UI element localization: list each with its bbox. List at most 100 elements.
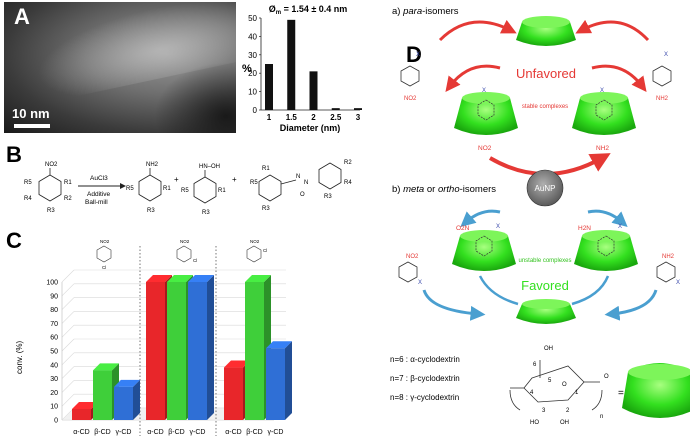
chart-ytick-label: 10 bbox=[50, 404, 58, 411]
svg-text:R1: R1 bbox=[262, 166, 270, 172]
grid-diagonal bbox=[61, 393, 75, 407]
svg-text:Cl: Cl bbox=[193, 258, 197, 263]
svg-text:NH2: NH2 bbox=[662, 254, 675, 260]
histogram-xtick-label: 2 bbox=[311, 113, 316, 122]
panel-a-letter: A bbox=[14, 4, 30, 29]
arrow-blue-inner-left bbox=[478, 275, 519, 306]
svg-text:R5: R5 bbox=[24, 180, 32, 186]
title-meta-ortho-isomers: b) meta or ortho-isomers bbox=[392, 184, 496, 195]
favored-label: Favored bbox=[521, 278, 569, 293]
svg-text:R5: R5 bbox=[250, 180, 258, 186]
histogram-bar bbox=[309, 71, 318, 110]
mechanism-scheme: D a) para-isomers Unfavored X NO2 X NH2 … bbox=[390, 6, 690, 426]
arrow-red-right-mid bbox=[591, 64, 647, 92]
svg-text:X: X bbox=[416, 52, 420, 58]
tem-micrograph: A 10 nm bbox=[4, 2, 236, 133]
svg-text:NO2: NO2 bbox=[478, 145, 492, 152]
chart-xtick-label: β-CD bbox=[168, 429, 184, 436]
histogram-xtick-label: 3 bbox=[356, 113, 361, 122]
title-para-isomers: a) para-isomers bbox=[392, 6, 459, 17]
svg-text:O: O bbox=[300, 192, 305, 198]
svg-text:N: N bbox=[296, 174, 300, 180]
svg-text:R2: R2 bbox=[64, 196, 72, 202]
svg-text:5: 5 bbox=[548, 378, 552, 384]
para-amine-molecule: X NH2 bbox=[652, 52, 672, 102]
chart-ytick-label: 90 bbox=[50, 293, 58, 300]
grid-diagonal bbox=[61, 380, 75, 393]
legend-beta: n=7 : β-cyclodextrin bbox=[390, 374, 460, 383]
meta-nitro-molecule: NO2 X bbox=[398, 254, 422, 286]
histogram-ylabel: % bbox=[242, 63, 252, 75]
panel-b-letter: B bbox=[6, 142, 22, 167]
svg-text:NO2: NO2 bbox=[404, 96, 417, 102]
svg-text:O2N: O2N bbox=[456, 225, 470, 232]
svg-text:R3: R3 bbox=[147, 208, 155, 214]
svg-text:6: 6 bbox=[533, 362, 537, 368]
chart-ytick-label: 80 bbox=[50, 307, 58, 314]
svg-text:1: 1 bbox=[575, 390, 579, 396]
product-aniline: NH2 R5 R1 R3 bbox=[126, 162, 171, 214]
histogram-bar bbox=[354, 108, 362, 110]
svg-text:R3: R3 bbox=[47, 208, 55, 214]
svg-text:X: X bbox=[418, 280, 422, 286]
svg-text:Cl: Cl bbox=[263, 248, 267, 253]
chart-xtick-label: γ-CD bbox=[268, 429, 284, 436]
cd-unstable-left: O2N X bbox=[452, 224, 516, 271]
histogram-ytick-label: 20 bbox=[248, 69, 257, 78]
grid-diagonal bbox=[61, 283, 75, 297]
histogram-ytick-label: 30 bbox=[248, 51, 257, 60]
chart-xtick-label: β-CD bbox=[94, 429, 110, 436]
svg-text:R5: R5 bbox=[181, 188, 189, 194]
svg-text:O: O bbox=[604, 374, 609, 380]
svg-text:R1: R1 bbox=[163, 186, 171, 192]
product-hydroxylamine: HN–OH R5 R1 R3 bbox=[181, 164, 226, 216]
arrow-blue-left-top bbox=[460, 209, 501, 227]
chart-ytick-label: 60 bbox=[50, 335, 58, 342]
chart-xtick-label: γ-CD bbox=[116, 429, 132, 436]
condition-ball-mill: Ball-mill bbox=[85, 199, 108, 206]
svg-text:Cl: Cl bbox=[102, 265, 106, 270]
svg-text:3: 3 bbox=[542, 408, 546, 414]
para-nitro-molecule: X NO2 bbox=[400, 52, 420, 102]
chart-ytick-label: 20 bbox=[50, 390, 58, 397]
reaction-scheme: B NO2 R5 R1 R4 R2 R3 AuCl3 Additive Ball… bbox=[6, 142, 352, 216]
histogram-xlabel: Diameter (nm) bbox=[280, 123, 341, 133]
svg-text:NO2: NO2 bbox=[45, 162, 58, 168]
svg-text:n: n bbox=[600, 414, 603, 420]
legend-gamma: n=8 : γ-cyclodextrin bbox=[390, 393, 459, 402]
histogram-title: Øm = 1.54 ± 0.4 nm bbox=[269, 4, 348, 16]
product-azoxy: N N O R5 R1 R3 R2 R4 R3 bbox=[250, 160, 352, 212]
grid-diagonal bbox=[61, 324, 75, 338]
conversion-bar bbox=[266, 341, 292, 420]
svg-text:R3: R3 bbox=[324, 194, 332, 200]
svg-text:X: X bbox=[664, 52, 668, 58]
svg-text:OH: OH bbox=[560, 420, 569, 426]
condition-additive: Additive bbox=[87, 191, 111, 198]
reaction-arrowhead bbox=[120, 183, 126, 189]
stable-complexes-label: stable complexes bbox=[522, 104, 568, 110]
histogram-ytick-label: 10 bbox=[248, 88, 257, 97]
plus-sign-2: + bbox=[232, 175, 237, 184]
scale-bar bbox=[14, 124, 50, 128]
svg-text:R4: R4 bbox=[24, 196, 32, 202]
svg-text:N: N bbox=[304, 180, 308, 186]
histogram-bar bbox=[287, 19, 296, 111]
arrow-blue-right-top bbox=[587, 209, 628, 227]
grid-diagonal bbox=[61, 311, 75, 324]
svg-text:R1: R1 bbox=[218, 188, 226, 194]
svg-text:2: 2 bbox=[566, 408, 570, 414]
histogram-ytick-label: 40 bbox=[248, 32, 257, 41]
chart-xtick-label: α-CD bbox=[147, 429, 164, 436]
para-substrate-icon: NO2 Cl bbox=[96, 239, 112, 270]
svg-text:R3: R3 bbox=[262, 206, 270, 212]
panel-d-letter: D bbox=[406, 42, 422, 67]
svg-text:=: = bbox=[618, 388, 624, 399]
histogram-xtick-label: 1.5 bbox=[286, 113, 298, 122]
svg-text:R1: R1 bbox=[64, 180, 72, 186]
scale-bar-label: 10 nm bbox=[12, 106, 50, 121]
chart-ytick-label: 0 bbox=[54, 418, 58, 425]
chart-xtick-label: α-CD bbox=[225, 429, 242, 436]
svg-text:X: X bbox=[496, 224, 500, 230]
histogram-bar bbox=[265, 64, 273, 110]
svg-text:R2: R2 bbox=[344, 160, 352, 166]
